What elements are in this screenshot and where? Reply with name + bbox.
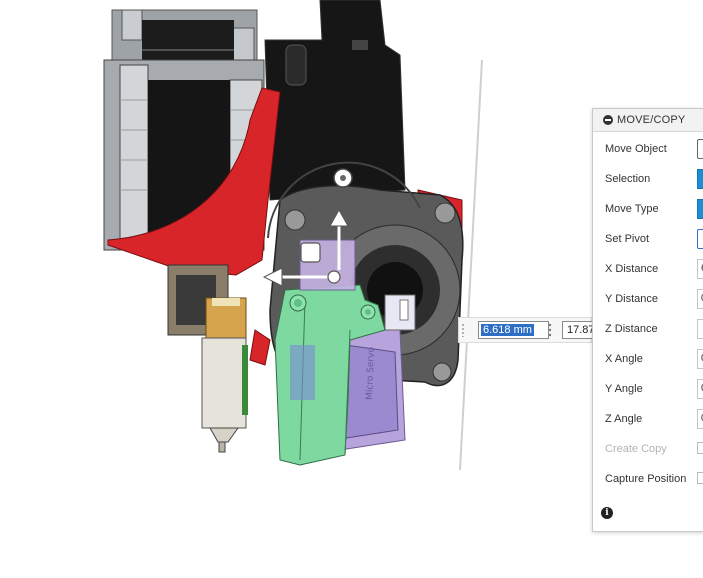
move-object-label: Move Object (605, 143, 667, 155)
servo-label: Micro Servo (365, 346, 377, 400)
row-x-angle: X Angle 0 (593, 344, 703, 374)
row-z-distance: Z Distance (593, 314, 703, 344)
move-copy-panel: MOVE/COPY Move Object Selection Move Typ… (592, 108, 703, 532)
row-move-object: Move Object (593, 134, 703, 164)
z-angle-label: Z Angle (605, 413, 643, 425)
info-icon[interactable]: i (601, 507, 613, 519)
row-y-distance: Y Distance 0 (593, 284, 703, 314)
x-arrow-handle (262, 267, 330, 287)
y-angle-label: Y Angle (605, 383, 643, 395)
z-distance-label: Z Distance (605, 323, 658, 335)
z-angle-input[interactable]: 0 (697, 409, 703, 429)
y-angle-input[interactable]: 0 (697, 379, 703, 399)
x-distance-input[interactable]: 6 (697, 259, 703, 279)
panel-header[interactable]: MOVE/COPY (593, 109, 703, 132)
row-y-angle: Y Angle 0 (593, 374, 703, 404)
x-distance-hud-input[interactable]: 6.618 mm (478, 321, 549, 339)
plane-handle (300, 242, 321, 263)
free-move-handle (327, 270, 341, 284)
y-distance-input[interactable]: 0 (697, 289, 703, 309)
set-pivot-label: Set Pivot (605, 233, 650, 245)
row-create-copy: Create Copy (593, 434, 703, 464)
workplane-edge (459, 59, 483, 471)
y-arrow-handle (329, 208, 349, 270)
x-angle-input[interactable]: 0 (697, 349, 703, 369)
x-distance-hud-value: 6.618 mm (481, 324, 534, 336)
panel-title: MOVE/COPY (617, 114, 686, 126)
collapse-icon[interactable] (603, 115, 613, 125)
more-options-icon[interactable] (548, 323, 552, 337)
set-pivot-button[interactable] (697, 229, 703, 249)
capture-position-label: Capture Position (605, 473, 687, 485)
hud-grip-handle[interactable] (462, 323, 464, 337)
servo-motor: Micro Servo (334, 294, 416, 451)
z-distance-input[interactable] (697, 319, 703, 339)
extruder-body (264, 0, 406, 201)
row-selection: Selection (593, 164, 703, 194)
capture-position-checkbox[interactable] (697, 472, 703, 484)
row-capture-position: Capture Position (593, 464, 703, 494)
selection-button[interactable] (697, 169, 703, 189)
row-x-distance: X Distance 6 (593, 254, 703, 284)
move-object-dropdown[interactable] (697, 139, 703, 159)
x-angle-label: X Angle (605, 353, 643, 365)
row-move-type: Move Type (593, 194, 703, 224)
row-z-angle: Z Angle 0 (593, 404, 703, 434)
hotend (201, 297, 248, 453)
create-copy-label: Create Copy (605, 443, 667, 455)
selection-label: Selection (605, 173, 651, 185)
move-type-button[interactable] (697, 199, 703, 219)
move-type-label: Move Type (605, 203, 659, 215)
create-copy-checkbox[interactable] (697, 442, 703, 454)
row-set-pivot: Set Pivot (593, 224, 703, 254)
y-distance-label: Y Distance (605, 293, 658, 305)
x-distance-label: X Distance (605, 263, 659, 275)
move-gizmo (262, 161, 421, 287)
